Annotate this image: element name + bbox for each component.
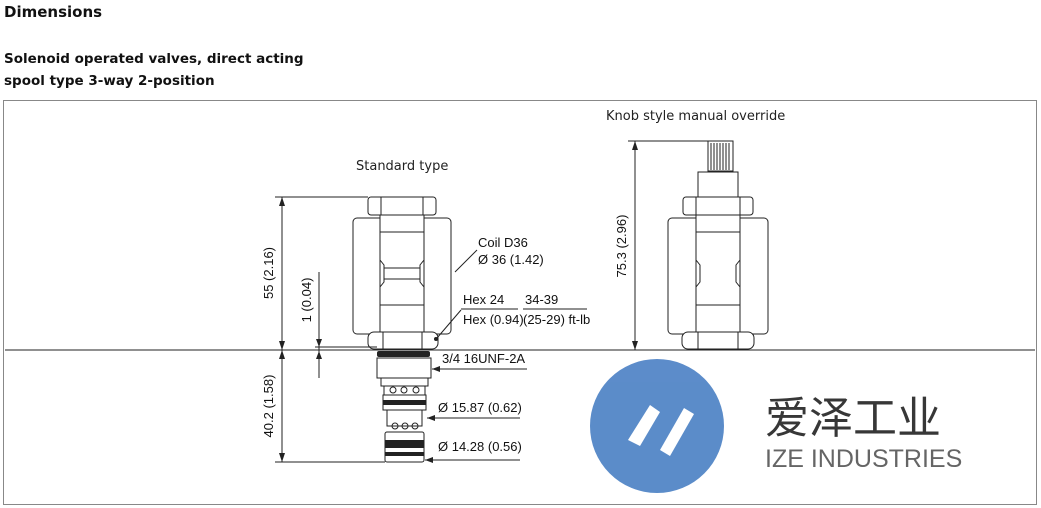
standard-valve bbox=[352, 196, 452, 463]
diameter-1: Ø 15.87 (0.62) bbox=[438, 400, 522, 415]
standard-type-caption: Standard type bbox=[356, 159, 448, 174]
torque-nm: 34-39 bbox=[525, 292, 558, 307]
dim-knob-height: 75.3 (2.96) bbox=[614, 215, 629, 278]
knob-style-caption: Knob style manual override bbox=[606, 109, 785, 124]
hex-label: Hex 24 bbox=[463, 292, 504, 307]
dim-total-height: 55 (2.16) bbox=[261, 247, 276, 299]
dim-cartridge: 40.2 (1.58) bbox=[261, 375, 276, 438]
subtitle-line-1: Solenoid operated valves, direct acting bbox=[4, 51, 304, 67]
thread-label: 3/4 16UNF-2A bbox=[442, 351, 525, 366]
standard-dimensions: 55 (2.16) 1 (0.04) 40.2 (1.58) Coil D36 … bbox=[261, 196, 590, 463]
ize-watermark-logo: 爱泽工业 IZE INDUSTRIES bbox=[590, 359, 962, 493]
diameter-2: Ø 14.28 (0.56) bbox=[438, 439, 522, 454]
page-heading: Dimensions bbox=[4, 3, 103, 21]
dim-offset: 1 (0.04) bbox=[299, 278, 314, 323]
torque-ftlb: (25-29) ft-lb bbox=[523, 312, 590, 327]
coil-label: Coil D36 bbox=[478, 235, 528, 250]
watermark-chinese: 爱泽工业 bbox=[765, 393, 941, 444]
coil-diameter: Ø 36 (1.42) bbox=[478, 252, 544, 267]
knob-override-valve: 75.3 (2.96) bbox=[614, 140, 769, 350]
watermark-english: IZE INDUSTRIES bbox=[765, 445, 962, 473]
drawing-frame bbox=[3, 100, 1037, 505]
hex-inch: Hex (0.94) bbox=[463, 312, 524, 327]
subtitle-line-2: spool type 3-way 2-position bbox=[4, 73, 215, 89]
